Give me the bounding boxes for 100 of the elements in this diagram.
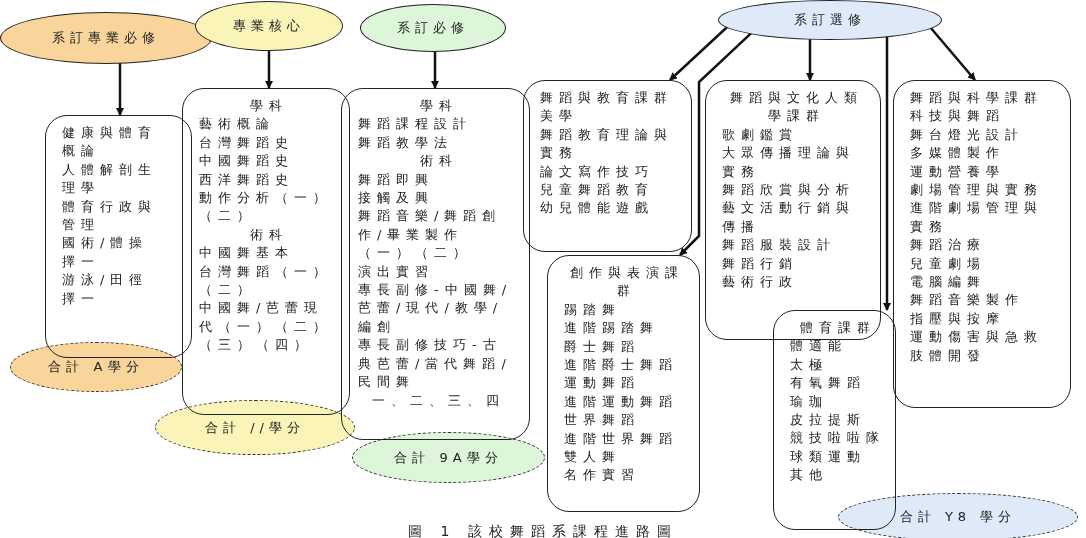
course-name: 舞蹈課程設計	[358, 115, 473, 134]
course-group-box	[705, 80, 881, 340]
course-group-box	[523, 80, 692, 252]
course-name: 西洋舞蹈史	[199, 170, 295, 189]
credit-total-ellipse	[10, 342, 182, 392]
course-name: 世界舞蹈	[564, 411, 641, 430]
category-ellipse	[0, 12, 212, 64]
course-name: 中國舞/芭蕾現代（一）（二）（三）（四）	[199, 299, 333, 355]
course-name: 藝術概論	[199, 115, 276, 134]
course-name: 動作分析（一）（二）	[199, 189, 333, 226]
course-name: 藝文活動行銷與傳播	[722, 199, 856, 236]
group-heading: 學科	[418, 97, 459, 115]
group-heading: 一、二、三、四	[371, 391, 506, 410]
category-title: 專業核心	[233, 17, 305, 35]
course-name: 瑜珈	[790, 392, 829, 411]
course-group-box	[893, 80, 1071, 408]
arrow	[669, 25, 729, 81]
course-name: 兒童舞蹈教育	[540, 181, 655, 200]
course-name: 人體解剖生理學	[62, 160, 158, 198]
course-name: 歌劇鑑賞	[722, 125, 799, 144]
course-name: 劇場管理與實務	[910, 181, 1044, 200]
course-name: 名作實習	[564, 466, 641, 485]
course-name: 游泳/田徑擇一	[62, 271, 150, 308]
course-name: 舞蹈教學法	[358, 133, 454, 152]
course-group-box	[773, 310, 896, 530]
course-name: 舞蹈音樂製作	[910, 291, 1025, 310]
arrow	[265, 49, 273, 89]
course-name: 進階踢踏舞	[564, 319, 660, 338]
course-name: 運動舞蹈	[564, 374, 641, 393]
course-name: 多媒體製作	[910, 144, 1006, 163]
course-name: 科技與舞蹈	[910, 107, 1006, 126]
course-name: 進階運動舞蹈	[564, 392, 679, 411]
course-name: 進階劇場管理與實務	[910, 199, 1044, 236]
course-name: 舞蹈治療	[910, 236, 987, 255]
course-name: 太極	[790, 355, 829, 374]
group-heading: 體育課群	[798, 319, 877, 337]
course-name: 進階爵士舞蹈	[564, 356, 679, 375]
course-name: 演出實習	[358, 262, 435, 281]
course-name: 體適能	[790, 337, 848, 356]
group-heading: 舞蹈與教育課群	[540, 89, 674, 107]
course-name: 舞台燈光設計	[910, 125, 1025, 144]
course-name: 台灣舞蹈（一）（二）	[199, 262, 333, 300]
group-heading: 舞蹈與文化人類學課群	[728, 89, 864, 126]
course-name: 指壓與按摩	[910, 309, 1006, 328]
course-name: 球類運動	[790, 447, 867, 466]
course-name: 中國舞蹈史	[199, 152, 295, 171]
course-name: 論文寫作技巧	[540, 162, 655, 181]
arrow	[883, 35, 891, 311]
course-name: 兒童劇場	[910, 254, 987, 273]
course-name: 體育行政與管理	[62, 197, 158, 235]
course-name: 其他	[790, 466, 829, 485]
course-group-box	[341, 88, 530, 440]
course-name: 爵士舞蹈	[564, 337, 641, 356]
credit-total-ellipse	[352, 432, 545, 483]
course-name: 舞蹈服裝設計	[722, 236, 837, 255]
course-name: 專長副修-中國舞/芭蕾/現代/教學/編創	[358, 281, 514, 336]
course-name: 健康與體育概論	[62, 124, 158, 161]
course-name: 運動營養學	[910, 162, 1006, 181]
course-name: 競技啦啦隊	[790, 429, 885, 448]
arrow	[431, 50, 439, 89]
course-name: 美學	[540, 107, 579, 126]
course-name: 肢體開發	[910, 346, 987, 365]
course-name: 接觸及興	[358, 189, 435, 208]
credit-total: 合計 A學分	[48, 358, 144, 376]
course-name: 進階世界舞蹈	[564, 429, 679, 448]
course-name: 踢踏舞	[564, 300, 622, 319]
course-name: 皮拉提斯	[790, 411, 867, 430]
arrow	[929, 26, 976, 81]
group-heading: 創作與表演課群	[568, 264, 685, 301]
figure-caption: 圖 1 該校舞蹈系課程進路圖	[408, 523, 678, 538]
course-name: 台灣舞蹈史	[199, 133, 295, 152]
course-name: 中國舞基本	[199, 244, 295, 263]
course-name: 舞蹈教育理論與實務	[540, 125, 674, 163]
course-group-box	[182, 88, 350, 415]
course-name: 有氧舞蹈	[790, 374, 867, 393]
category-title: 系訂選修	[794, 11, 866, 29]
group-heading: 術科	[249, 225, 289, 244]
category-title: 系訂必修	[397, 19, 469, 37]
arrow	[679, 31, 753, 256]
course-name: 運動傷害與急救	[910, 328, 1044, 347]
course-name: 大眾傳播理論與實務	[722, 144, 856, 181]
course-name: 舞蹈欣賞與分析	[722, 181, 856, 200]
course-name: 電腦編舞	[910, 273, 987, 292]
credit-total: 合計 Y8 學分	[899, 508, 1017, 526]
course-group-box	[547, 255, 700, 512]
course-name: 雙人舞	[564, 448, 622, 467]
course-name: 舞蹈行銷	[722, 254, 799, 273]
group-heading: 學科	[249, 97, 289, 115]
group-heading: 舞蹈與科學課群	[910, 89, 1044, 107]
course-name: 舞蹈音樂/舞蹈創作/畢業製作（一）（二）	[358, 207, 503, 263]
course-name: 藝術行政	[722, 273, 799, 292]
group-heading: 術科	[418, 152, 459, 171]
credit-total: 合計 9A學分	[394, 448, 503, 467]
category-ellipse	[718, 0, 942, 40]
credit-total: 合計 //學分	[205, 418, 305, 437]
course-name: 國術/體操擇一	[62, 234, 150, 271]
course-name: 專長副修技巧-古典芭蕾/當代舞蹈/民間舞	[358, 336, 513, 392]
course-name: 幼兒體能遊戲	[540, 199, 655, 218]
course-group-box	[45, 115, 192, 358]
category-title: 系訂專業必修	[52, 29, 160, 47]
